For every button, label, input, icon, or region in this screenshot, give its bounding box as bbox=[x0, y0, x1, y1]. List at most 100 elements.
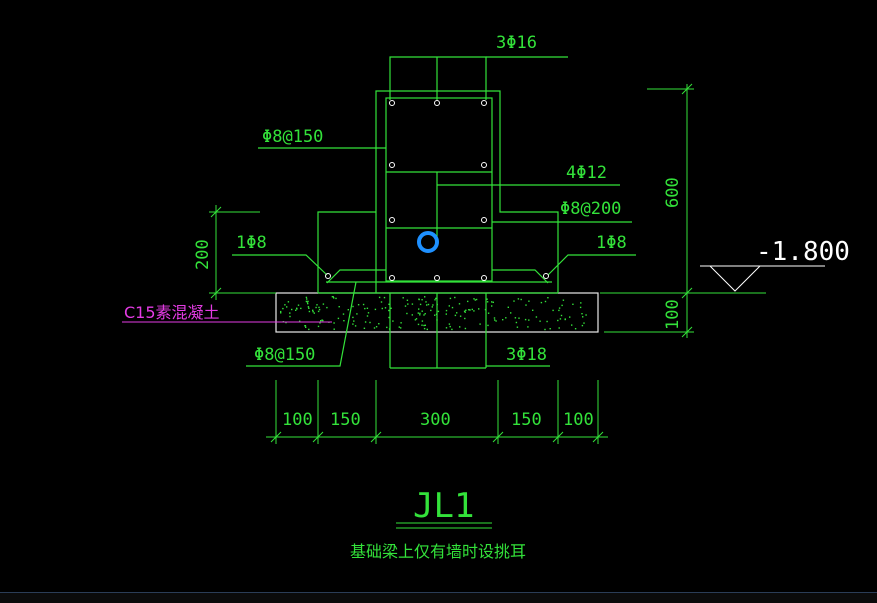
tick bbox=[270, 431, 282, 443]
speckle bbox=[378, 296, 381, 299]
speckle bbox=[417, 323, 420, 326]
speckle bbox=[380, 301, 383, 303]
speckle bbox=[312, 311, 314, 313]
speckle bbox=[505, 317, 507, 319]
speckle bbox=[373, 327, 376, 329]
speckle bbox=[558, 327, 560, 329]
speckle bbox=[308, 328, 310, 331]
speckle bbox=[579, 306, 582, 309]
speckle bbox=[448, 305, 450, 307]
speckle bbox=[308, 307, 310, 309]
status-bar bbox=[0, 592, 877, 603]
speckle bbox=[561, 304, 563, 307]
speckle bbox=[319, 322, 321, 324]
speckle bbox=[289, 315, 291, 318]
speckle bbox=[280, 312, 282, 314]
rebar-dot bbox=[434, 275, 440, 281]
speckle bbox=[465, 309, 467, 311]
speckle bbox=[419, 314, 421, 316]
speckle bbox=[384, 307, 387, 309]
speckle bbox=[383, 296, 386, 299]
elevation-value: -1.800 bbox=[756, 237, 850, 267]
speckle bbox=[421, 310, 423, 312]
speckle bbox=[366, 307, 369, 309]
speckle bbox=[352, 323, 354, 325]
speckle bbox=[486, 301, 489, 303]
speckle bbox=[297, 304, 300, 306]
speckle bbox=[540, 301, 543, 304]
speckle bbox=[400, 327, 402, 329]
speckle bbox=[448, 323, 451, 325]
speckle bbox=[289, 312, 291, 314]
speckle bbox=[552, 309, 554, 312]
speckle bbox=[459, 326, 461, 328]
speckle bbox=[332, 296, 334, 298]
speckle bbox=[352, 305, 354, 308]
speckle bbox=[337, 317, 340, 320]
speckle bbox=[421, 324, 423, 326]
speckle bbox=[369, 321, 371, 324]
speckle bbox=[280, 310, 282, 313]
speckle bbox=[528, 300, 530, 302]
speckle bbox=[524, 318, 527, 321]
tick bbox=[592, 431, 604, 443]
speckle bbox=[491, 305, 493, 307]
speckle bbox=[564, 318, 566, 321]
speckle bbox=[434, 299, 436, 301]
speckle bbox=[544, 300, 547, 303]
speckle bbox=[381, 307, 383, 310]
label-concrete-note: C15素混凝土 bbox=[124, 303, 220, 322]
speckle bbox=[425, 301, 427, 303]
speckle bbox=[333, 322, 335, 324]
speckle bbox=[305, 296, 308, 299]
speckle bbox=[471, 308, 473, 311]
speckle bbox=[558, 309, 560, 312]
speckle bbox=[507, 306, 509, 308]
speckle bbox=[307, 306, 310, 308]
speckle bbox=[424, 296, 426, 298]
speckle bbox=[307, 302, 309, 305]
speckle bbox=[284, 304, 286, 306]
speckle bbox=[390, 307, 392, 309]
speckle bbox=[451, 328, 453, 331]
speckle bbox=[418, 298, 420, 301]
speckle bbox=[404, 305, 407, 307]
speckle bbox=[516, 326, 519, 328]
speckle bbox=[445, 313, 447, 315]
speckle bbox=[306, 298, 308, 300]
speckle bbox=[352, 316, 354, 319]
drawing-note: 基础梁上仅有墙时设挑耳 bbox=[350, 542, 526, 561]
speckle bbox=[487, 324, 489, 327]
rebar-dot bbox=[481, 100, 487, 106]
speckle bbox=[421, 320, 424, 322]
label-stirrup-main: Φ8@150 bbox=[262, 127, 323, 147]
speckle bbox=[411, 303, 414, 305]
label-bottom-bars: 3Φ18 bbox=[506, 345, 547, 365]
label-left-ear-bar: 1Φ8 bbox=[236, 233, 267, 253]
speckle bbox=[569, 316, 571, 318]
speckle bbox=[426, 328, 428, 331]
speckle bbox=[312, 309, 314, 311]
speckle bbox=[435, 297, 437, 300]
speckle bbox=[437, 310, 440, 313]
speckle bbox=[415, 318, 418, 320]
speckle bbox=[532, 309, 534, 311]
speckle bbox=[493, 317, 496, 319]
speckle bbox=[486, 298, 488, 300]
speckle bbox=[317, 325, 320, 328]
speckle bbox=[445, 327, 448, 329]
speckle bbox=[463, 310, 466, 312]
speckle bbox=[473, 298, 475, 300]
rebar-dot bbox=[389, 162, 395, 168]
speckle bbox=[333, 328, 335, 330]
speckle bbox=[580, 302, 582, 304]
speckle bbox=[518, 317, 520, 319]
speckle bbox=[560, 314, 563, 317]
speckle bbox=[308, 310, 311, 313]
concrete-speckles bbox=[280, 296, 587, 331]
speckle bbox=[366, 315, 369, 317]
speckle bbox=[426, 304, 428, 306]
speckle bbox=[513, 300, 515, 302]
speckle bbox=[356, 313, 358, 315]
